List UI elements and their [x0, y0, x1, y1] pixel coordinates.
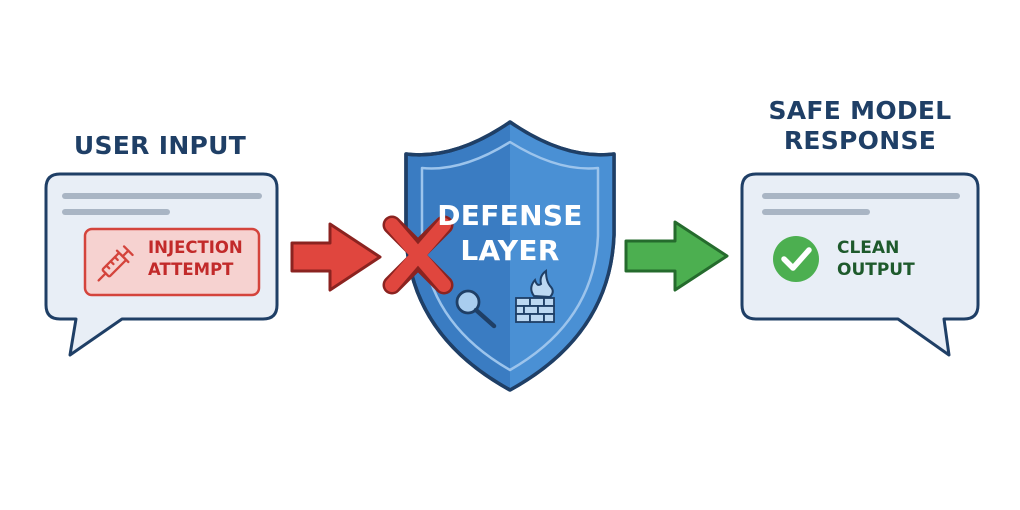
shield-line: DEFENSE [437, 199, 583, 232]
result-line: CLEAN [837, 238, 900, 258]
safe-model-response-heading: SAFE MODEL RESPONSE [740, 96, 980, 156]
magnifier-icon [455, 289, 497, 329]
red-arrow [290, 222, 382, 292]
injection-attempt-label: INJECTION ATTEMPT [148, 237, 256, 281]
shield [404, 120, 616, 392]
heading-line: SAFE MODEL [768, 96, 952, 125]
result-line: OUTPUT [837, 260, 915, 280]
red-x-icon [382, 215, 454, 295]
badge-line: INJECTION [148, 238, 243, 257]
checkmark-icon [773, 236, 819, 282]
defense-layer-label: DEFENSE LAYER [424, 198, 596, 268]
text-line-placeholder [62, 193, 262, 199]
text-line-placeholder [762, 193, 960, 199]
clean-output-label: CLEAN OUTPUT [837, 237, 947, 281]
badge-line: ATTEMPT [148, 260, 234, 279]
user-input-heading: USER INPUT [40, 131, 280, 161]
firewall-icon [515, 269, 555, 323]
syringe-icon [97, 245, 134, 282]
heading-line: RESPONSE [783, 126, 937, 155]
safe-response-bubble [740, 172, 980, 357]
heading-line: USER INPUT [73, 131, 247, 160]
injection-badge [83, 227, 261, 297]
green-arrow [624, 220, 729, 292]
text-line-placeholder [62, 209, 170, 215]
shield-line: LAYER [460, 234, 560, 267]
text-line-placeholder [762, 209, 870, 215]
